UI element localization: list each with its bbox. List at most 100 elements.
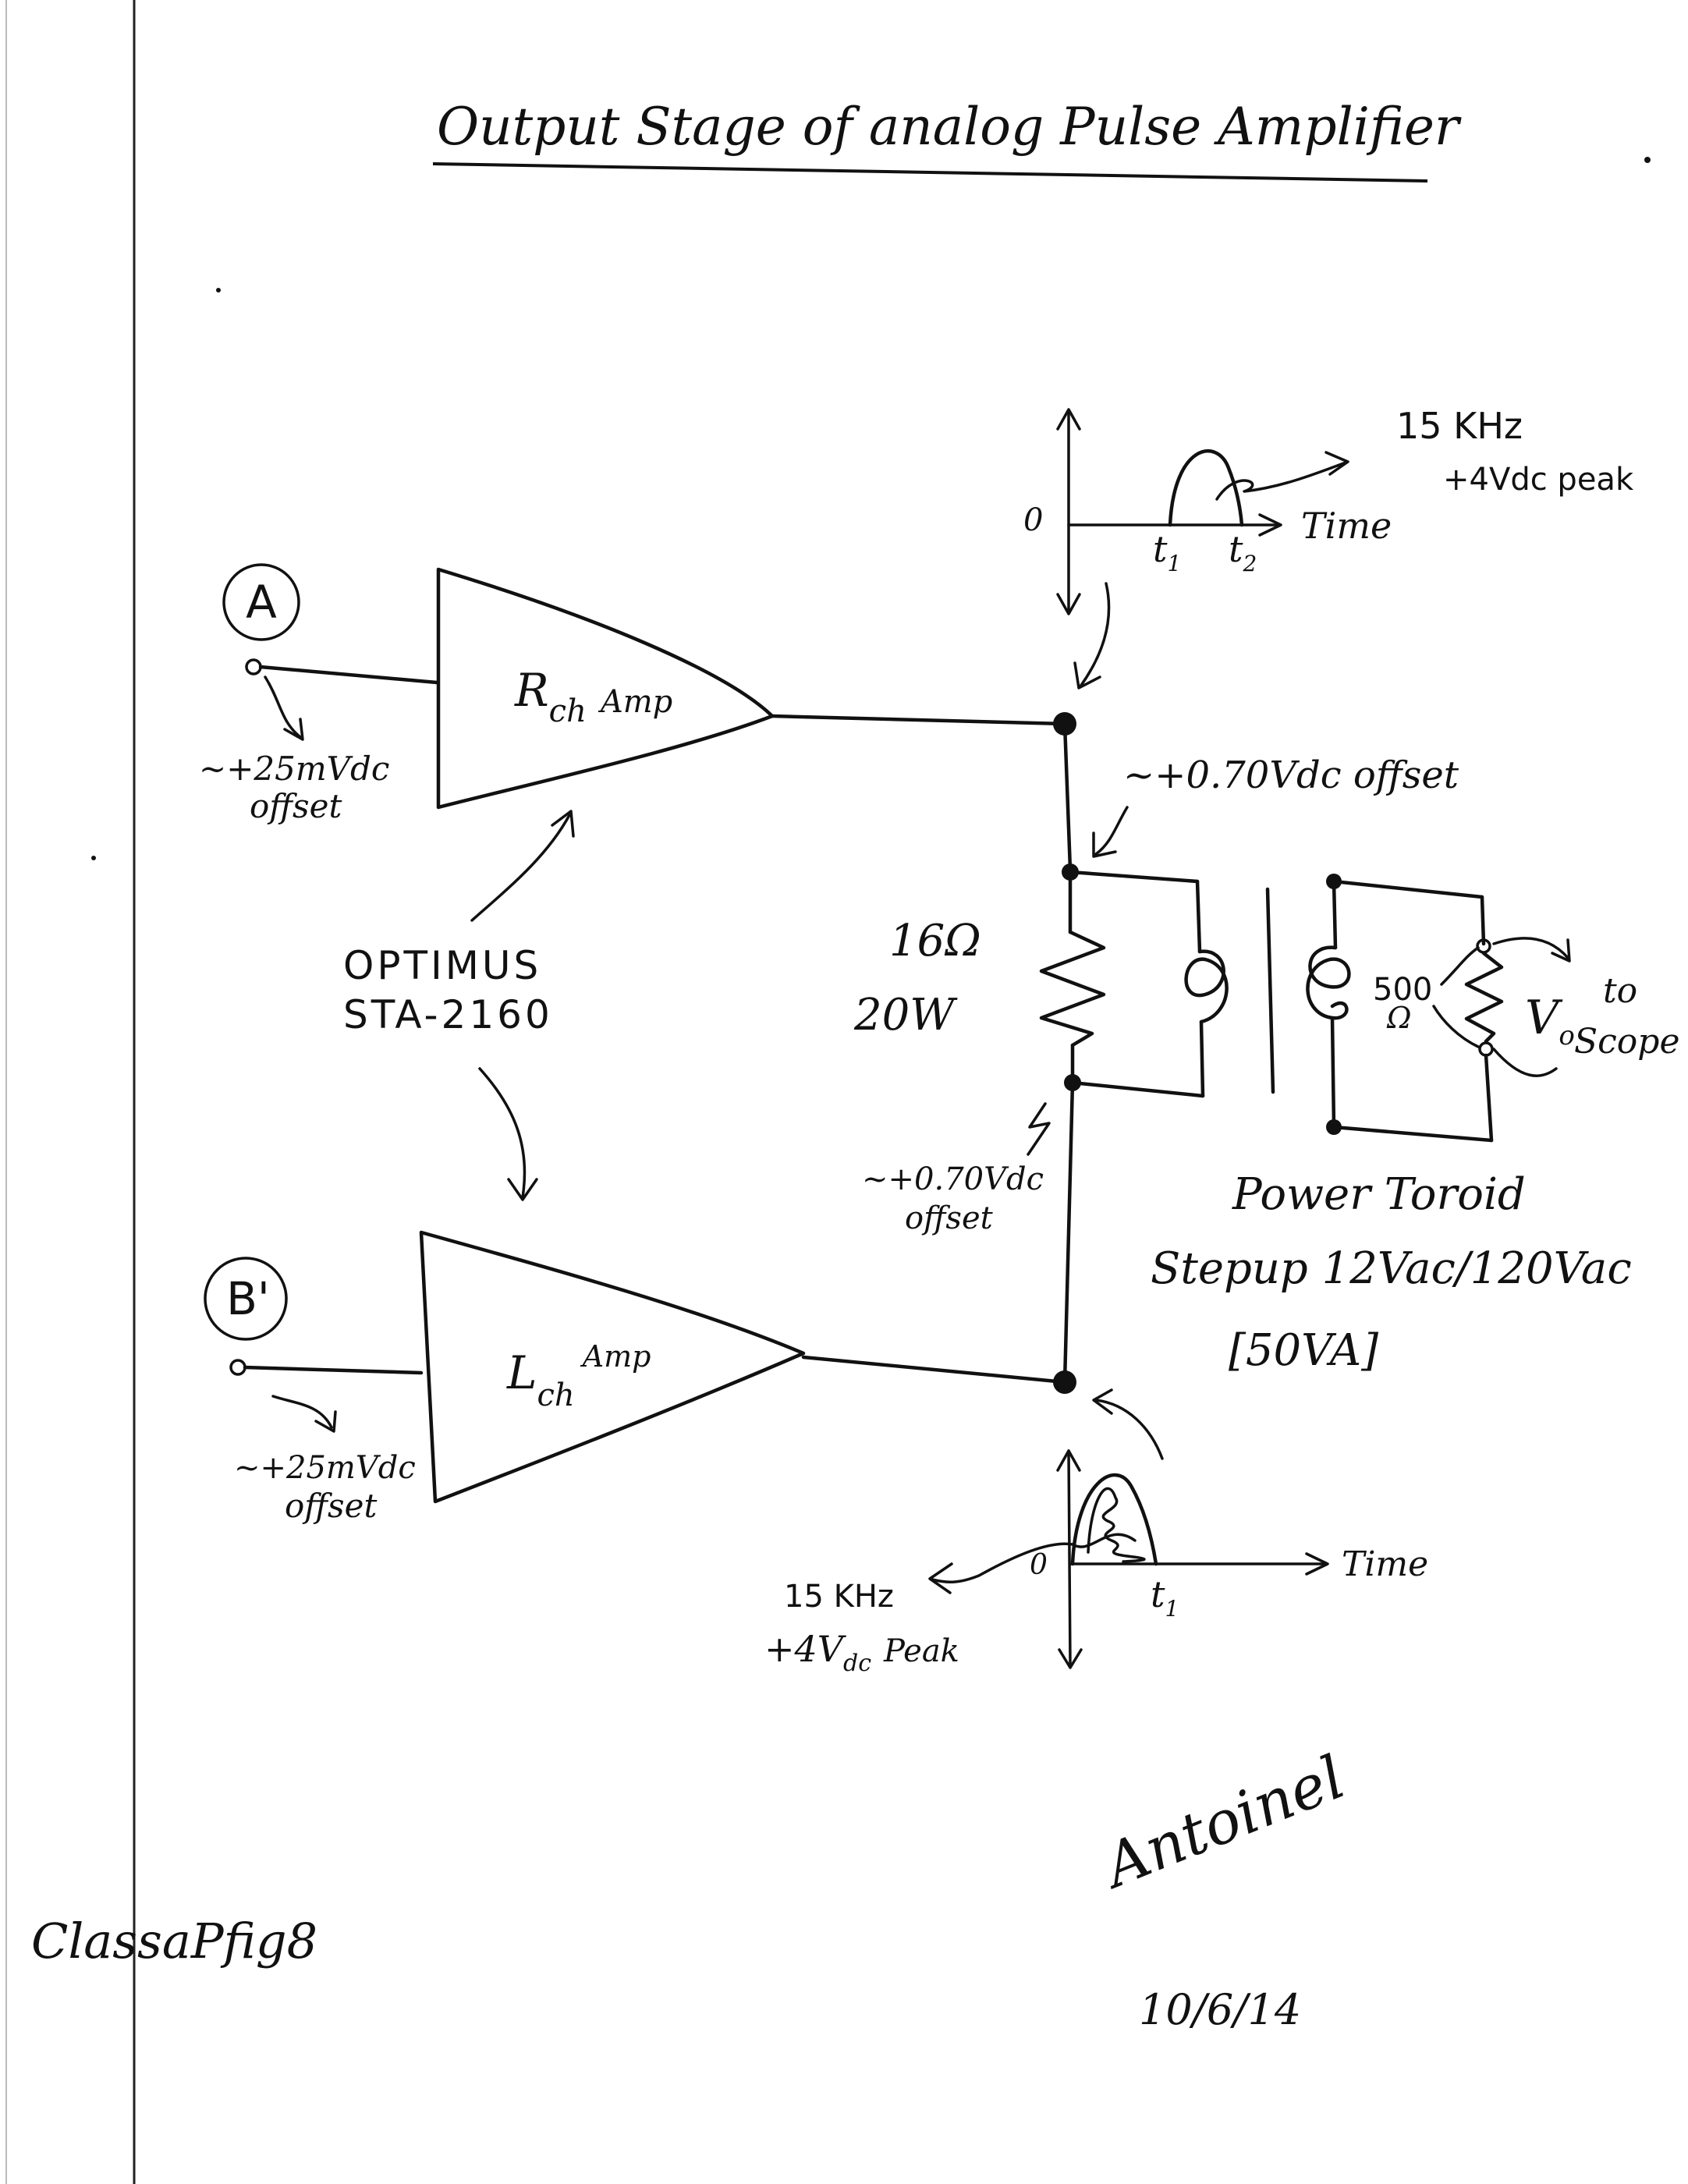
secondary-bottom-wire <box>1332 1125 1494 1143</box>
bottom-offset-arrow <box>1027 1102 1051 1156</box>
model-to-l-amp-arrow <box>478 1067 527 1199</box>
bottom-graph-time-label: Time <box>1342 1544 1428 1584</box>
input-a-offset-word: offset <box>250 787 342 825</box>
top-graph-pointer-arrowhead <box>1325 451 1349 476</box>
l-channel-triangle <box>419 1230 806 1504</box>
bottom-graph-axis-arrow-down <box>1058 1648 1083 1669</box>
input-a-terminal <box>245 658 262 675</box>
load-value-arrow-down <box>1432 1005 1480 1048</box>
load-resistor-500ohm <box>1464 951 1504 1044</box>
top-offset-arrow <box>1094 806 1129 856</box>
primary-right-upper <box>1195 879 1202 954</box>
top-graph-origin-label: 0 <box>1023 502 1043 538</box>
input-b-wire <box>243 1365 424 1375</box>
bottom-graph-ringing <box>1087 1487 1146 1563</box>
top-graph-node-arrow <box>1079 582 1111 688</box>
resistor-power: 20W <box>853 990 958 1041</box>
signature-text: Antoinel <box>1090 1742 1354 1902</box>
transformer-core <box>1265 887 1275 1094</box>
input-b-offset-word: offset <box>285 1487 377 1525</box>
input-b-terminal <box>229 1359 246 1376</box>
input-b-circle <box>204 1257 288 1341</box>
signature-date: 10/6/14 <box>1139 1985 1301 2034</box>
resistor-value: 16Ω <box>889 916 981 966</box>
top-graph-pulse-pointer <box>1215 461 1347 501</box>
figure-id: ClassaPfig8 <box>31 1913 317 1970</box>
bottom-offset-value: ~+0.70Vdc <box>862 1161 1044 1197</box>
scan-speck <box>216 288 221 292</box>
top-graph-frequency: 15 KHz <box>1396 405 1523 447</box>
title-underline <box>432 162 1428 183</box>
top-offset-arrowhead <box>1092 831 1117 858</box>
amplifier-model-line2: STA-2160 <box>343 992 553 1037</box>
primary-right-lower <box>1199 1019 1205 1098</box>
top-graph-t1-label: t1 <box>1153 528 1181 576</box>
transformer-line3: [50VA] <box>1229 1325 1378 1376</box>
model-to-r-amp-arrow <box>470 814 571 922</box>
bottom-offset-word: offset <box>905 1200 994 1236</box>
input-a-offset-arrowhead <box>283 718 304 741</box>
bottom-graph-frequency: 15 KHz <box>784 1579 894 1615</box>
input-a-offset-value: ~+25mVdc <box>199 750 389 788</box>
input-b-offset-arrowhead <box>314 1410 337 1433</box>
model-to-l-amp-arrowhead <box>507 1178 538 1201</box>
input-a-circle <box>222 563 300 641</box>
amplifier-model-line1: OPTIMUS <box>343 943 541 988</box>
primary-top-wire <box>1068 870 1200 884</box>
secondary-top-wire <box>1332 879 1484 899</box>
signature: Antoinel <box>1090 1742 1354 1902</box>
bottom-graph-axis-arrow-up <box>1056 1449 1081 1472</box>
top-graph-pulse <box>1168 449 1244 527</box>
bottom-graph-node-arrowhead <box>1092 1388 1113 1415</box>
r-channel-output-wire <box>770 714 1067 726</box>
vo-to-scope-arrowhead-top <box>1551 938 1571 963</box>
secondary-left-lower <box>1330 1016 1336 1129</box>
bottom-graph-vertical-axis <box>1067 1449 1072 1667</box>
input-a-label: A <box>246 576 277 629</box>
top-graph-axis-arrow-up <box>1056 408 1081 431</box>
load-value-unit: Ω <box>1386 1001 1412 1035</box>
input-a-wire <box>258 665 439 685</box>
load-resistor-16ohm <box>1039 930 1106 1048</box>
secondary-left-upper <box>1332 879 1338 950</box>
input-b-offset-value: ~+25mVdc <box>234 1450 416 1486</box>
scan-speck <box>91 856 96 860</box>
secondary-right-upper <box>1480 895 1486 946</box>
vo-label: Vo <box>1525 991 1575 1051</box>
load-value-arrow-up <box>1440 946 1480 986</box>
bottom-graph-pulse <box>1070 1473 1158 1566</box>
top-graph-node-arrowhead <box>1073 661 1101 690</box>
input-a-offset-arrow <box>264 675 302 739</box>
transformer-line2: Stepup 12Vac/120Vac <box>1151 1243 1632 1294</box>
to-label: to <box>1603 971 1637 1011</box>
top-graph-peak: +4Vdc peak <box>1443 462 1634 498</box>
top-offset-label: ~+0.70Vdc offset <box>1123 753 1459 797</box>
bottom-graph-node-arrow <box>1094 1399 1164 1460</box>
vo-to-scope-arrow-bottom <box>1492 1048 1558 1077</box>
l-channel-amplifier: LchAmp <box>419 1230 806 1504</box>
bottom-graph-origin-label: 0 <box>1030 1549 1048 1581</box>
top-graph-axis-arrow-down <box>1056 593 1081 615</box>
input-b-offset-arrow <box>271 1395 333 1429</box>
bus-lower-wire <box>1062 1080 1075 1384</box>
primary-coil <box>1184 949 1229 1024</box>
bus-upper-wire <box>1062 722 1073 872</box>
model-to-r-amp-arrowhead <box>551 810 575 838</box>
top-pulse-graph: 0 t1 t2 Time 15 KHz +4Vdc peak <box>1023 405 1634 690</box>
primary-bottom-wire <box>1070 1080 1205 1098</box>
bottom-graph-t1-label: t1 <box>1151 1573 1179 1622</box>
l-channel-label: LchAmp <box>506 1339 651 1413</box>
bottom-graph-pointer-arrowhead <box>928 1562 953 1594</box>
input-b-label: B' <box>226 1272 270 1325</box>
bottom-graph-time-arrow <box>1305 1552 1329 1576</box>
load-bottom-terminal <box>1478 1041 1494 1057</box>
top-graph-t2-label: t2 <box>1229 528 1257 576</box>
transformer-line1: Power Toroid <box>1232 1169 1526 1220</box>
l-channel-output-wire <box>801 1355 1067 1384</box>
bottom-graph-pointer <box>931 1533 1137 1584</box>
